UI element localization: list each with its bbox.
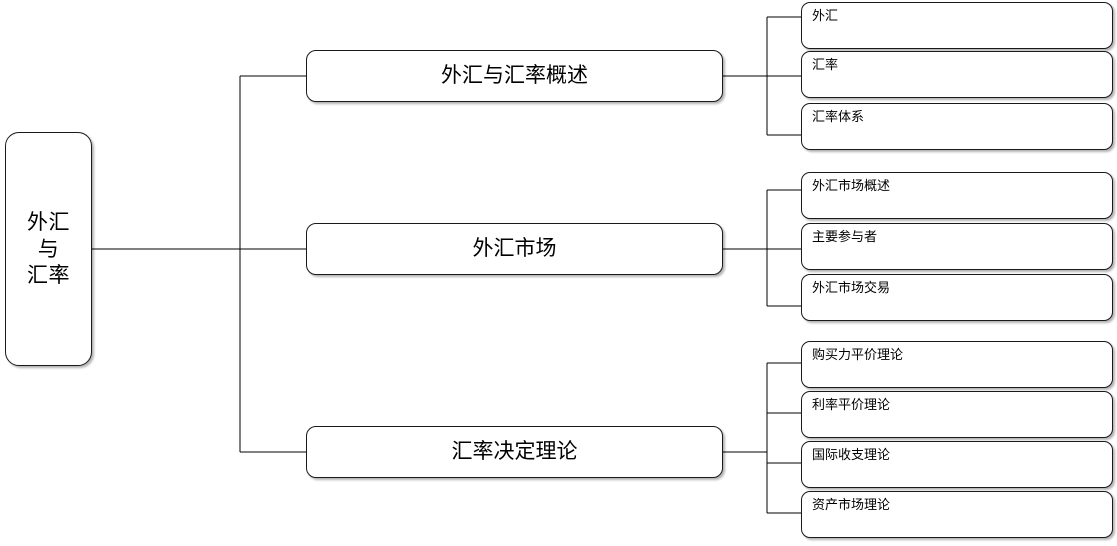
leaf-node-3-2[interactable]: 利率平价理论 [801,391,1113,438]
leaf-node-3-3[interactable]: 国际收支理论 [801,441,1113,488]
leaf-node-3-2-label: 利率平价理论 [812,398,891,413]
branch-node-3-label: 汇率决定理论 [451,439,578,464]
leaf-node-2-1[interactable]: 外汇市场概述 [801,172,1113,219]
root-label-line-2: 与 [37,236,60,261]
leaf-node-1-2[interactable]: 汇率 [801,51,1113,98]
root-node[interactable]: 外汇 与 汇率 [5,132,92,366]
leaf-node-2-3[interactable]: 外汇市场交易 [801,274,1113,321]
root-node-label: 外汇 与 汇率 [6,209,91,290]
branch-node-2[interactable]: 外汇市场 [306,223,723,275]
leaf-node-3-4-label: 资产市场理论 [812,498,891,513]
leaf-node-1-1-label: 外汇 [812,9,839,24]
leaf-node-2-3-label: 外汇市场交易 [812,281,891,296]
leaf-node-1-2-label: 汇率 [812,58,839,73]
leaf-node-3-4[interactable]: 资产市场理论 [801,491,1113,538]
leaf-node-3-3-label: 国际收支理论 [812,448,891,463]
root-label-line-3: 汇率 [27,263,70,288]
branch-node-3[interactable]: 汇率决定理论 [306,426,723,478]
leaf-node-1-3-label: 汇率体系 [812,110,865,125]
leaf-node-1-1[interactable]: 外汇 [801,2,1113,49]
leaf-node-1-3[interactable]: 汇率体系 [801,103,1113,150]
branch-node-2-label: 外汇市场 [472,236,557,261]
leaf-node-2-2-label: 主要参与者 [812,230,878,245]
branch-node-1[interactable]: 外汇与汇率概述 [306,50,723,102]
root-label-line-1: 外汇 [27,209,70,234]
branch-node-1-label: 外汇与汇率概述 [441,63,588,88]
leaf-node-2-1-label: 外汇市场概述 [812,179,891,194]
leaf-node-3-1[interactable]: 购买力平价理论 [801,341,1113,388]
leaf-node-2-2[interactable]: 主要参与者 [801,223,1113,270]
leaf-node-3-1-label: 购买力平价理论 [812,348,904,363]
